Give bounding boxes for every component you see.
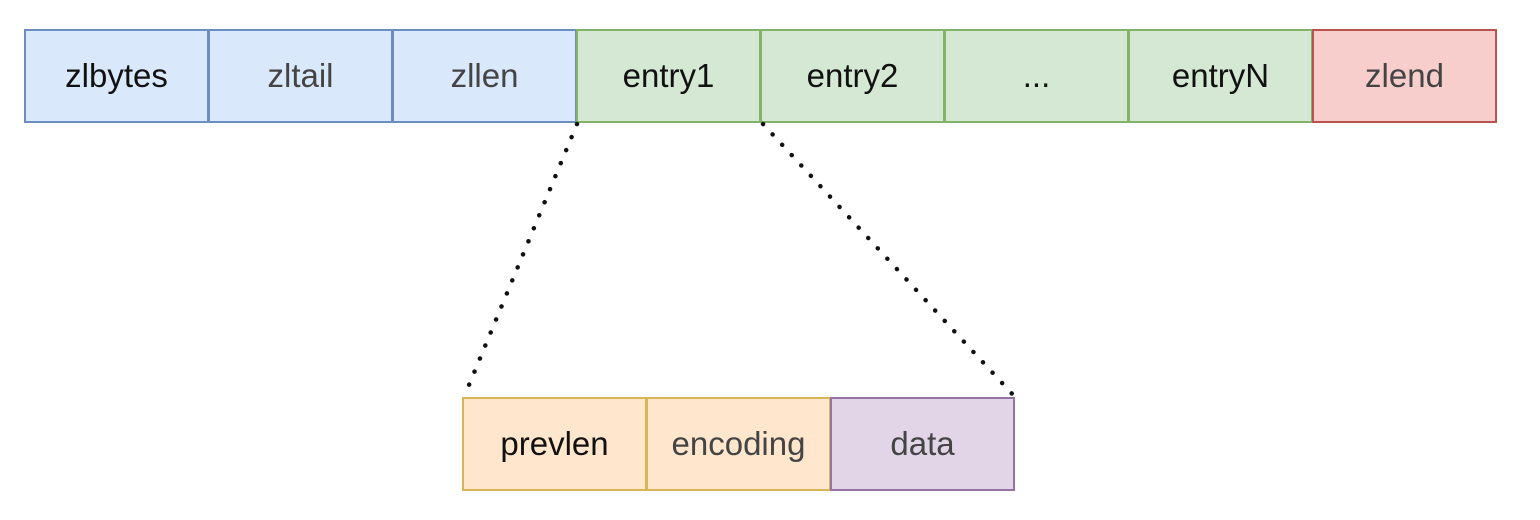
ellipsis-block: ...	[944, 29, 1129, 123]
zlend-block: zlend	[1312, 29, 1497, 123]
zltail-block: zltail	[208, 29, 393, 123]
data-block: data	[830, 397, 1015, 491]
zlbytes-label: zlbytes	[65, 57, 168, 94]
entry2-label: entry2	[806, 57, 899, 94]
left-dotted-connector	[461, 121, 580, 400]
zlend-label: zlend	[1365, 57, 1444, 94]
encoding-label: encoding	[671, 425, 806, 462]
entryN-block: entryN	[1128, 29, 1313, 123]
entry2-block: entry2	[760, 29, 945, 123]
zllen-label: zllen	[450, 57, 519, 94]
prevlen-label: prevlen	[500, 425, 609, 462]
zltail-label: zltail	[267, 57, 334, 94]
entry1-label: entry1	[622, 57, 715, 94]
entry-detail-row: prevlen encoding data	[462, 397, 1015, 491]
ziplist-structure-row: zlbytes zltail zllen entry1 entry2 ... e…	[24, 29, 1497, 123]
ellipsis-label: ...	[1022, 57, 1051, 94]
entry1-block: entry1	[576, 29, 761, 123]
entryN-label: entryN	[1171, 57, 1270, 94]
zllen-block: zllen	[392, 29, 577, 123]
zlbytes-block: zlbytes	[24, 29, 209, 123]
right-dotted-connector	[760, 121, 1018, 400]
data-label: data	[890, 425, 955, 462]
prevlen-block: prevlen	[462, 397, 647, 491]
encoding-block: encoding	[646, 397, 831, 491]
